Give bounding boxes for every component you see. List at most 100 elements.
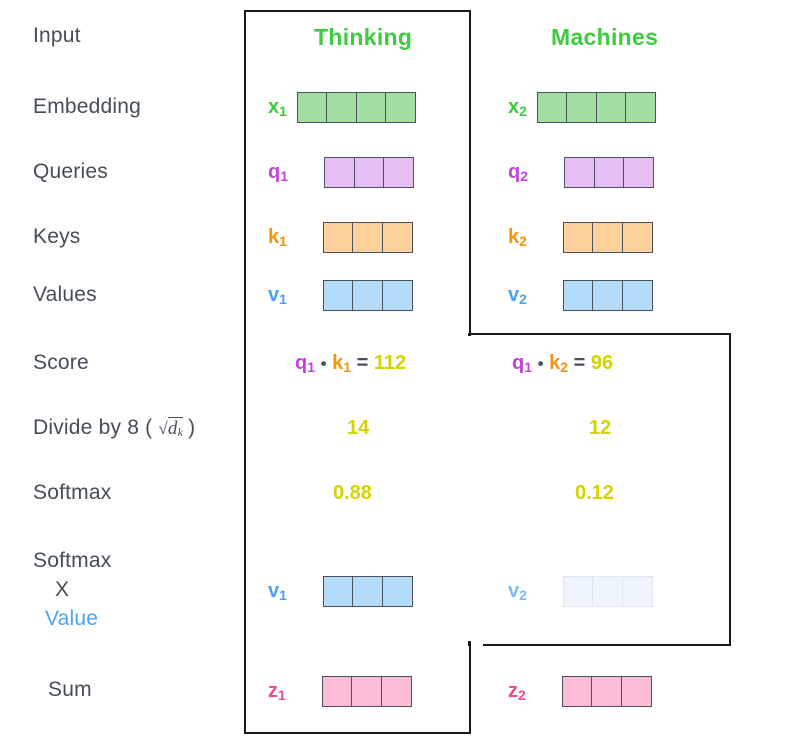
vector-cell xyxy=(383,157,415,188)
vector-cell xyxy=(381,280,413,311)
vector-x1: x1 xyxy=(268,92,417,123)
softmax-value-line2: X xyxy=(55,578,70,601)
vector-cell xyxy=(562,280,594,311)
vector-label-k2: k2 xyxy=(508,226,527,249)
vector-cells-x2 xyxy=(536,92,657,123)
vector-cell xyxy=(566,92,598,123)
vector-cell xyxy=(322,280,354,311)
vector-cell xyxy=(621,222,653,253)
vector-cells-v1-weighted xyxy=(322,576,413,607)
vector-q1: q1 xyxy=(268,157,415,188)
vector-cells-v2 xyxy=(562,280,653,311)
score-k-index-col1: 1 xyxy=(343,359,352,375)
row-label-sum: Sum xyxy=(48,678,92,701)
vector-cell xyxy=(536,92,568,123)
softmax-value-line1: Softmax xyxy=(33,549,112,572)
vector-label-k1: k1 xyxy=(268,226,287,249)
vector-cells-z2 xyxy=(561,676,652,707)
column-title-thinking: Thinking xyxy=(314,24,413,50)
vector-cell xyxy=(623,157,655,188)
vector-cell xyxy=(592,576,624,607)
vector-cells-k2 xyxy=(562,222,653,253)
row-label-keys: Keys xyxy=(33,225,81,248)
vector-cell xyxy=(562,222,594,253)
vector-cell xyxy=(296,92,328,123)
row-label-queries: Queries xyxy=(33,160,108,183)
vector-index-z2: 2 xyxy=(518,687,526,703)
row-label-embedding: Embedding xyxy=(33,95,142,118)
vector-index-v2: 2 xyxy=(519,291,527,307)
divide-label-prefix: Divide by 8 ( xyxy=(33,416,153,439)
score-value-col2: 96 xyxy=(590,352,614,374)
softmax-value-line3: Value xyxy=(45,607,99,630)
vector-cell xyxy=(380,676,412,707)
divide-value-col2: 12 xyxy=(589,417,612,439)
divide-label-suffix: ) xyxy=(188,416,196,439)
score-expression-col1: q1 • k1 = 112 xyxy=(295,352,406,375)
vector-label-x2: x2 xyxy=(508,96,527,119)
vector-label-v1-weighted: v1 xyxy=(268,580,287,603)
vector-v1: v1 xyxy=(268,280,413,311)
outline-join-patch xyxy=(458,336,480,641)
vector-label-v2-weighted: v2 xyxy=(508,580,527,603)
vector-cell xyxy=(561,676,593,707)
vector-cells-v1 xyxy=(322,280,413,311)
row-label-values: Values xyxy=(33,283,97,306)
vector-cell xyxy=(592,280,624,311)
score-q-col1: q1 xyxy=(295,352,316,375)
vector-cell xyxy=(326,92,358,123)
vector-cell xyxy=(381,576,413,607)
vector-cell xyxy=(322,576,354,607)
vector-z1: z1 xyxy=(268,676,412,707)
vector-cell xyxy=(352,576,384,607)
row-label-divide-by-8: Divide by 8 ( √dk ) xyxy=(33,416,195,440)
row-label-softmax: Softmax xyxy=(33,481,112,504)
score-k-col2: k2 xyxy=(549,352,569,375)
vector-cell xyxy=(355,92,387,123)
vector-index-v1: 1 xyxy=(279,291,287,307)
vector-index-q2: 2 xyxy=(520,168,529,184)
vector-cell xyxy=(591,676,623,707)
vector-cell xyxy=(322,222,354,253)
vector-cell xyxy=(352,222,384,253)
vector-cell xyxy=(625,92,657,123)
vector-cell xyxy=(562,576,594,607)
vector-x2: x2 xyxy=(508,92,657,123)
vector-cells-x1 xyxy=(296,92,417,123)
vector-label-q2: q2 xyxy=(508,161,529,184)
vector-cell xyxy=(352,280,384,311)
vector-v1-weighted: v1 xyxy=(268,576,413,607)
vector-cell xyxy=(593,157,625,188)
outline-join-patch xyxy=(471,640,483,650)
vector-index-z1: 1 xyxy=(278,687,286,703)
vector-cell xyxy=(620,676,652,707)
vector-cells-v2-weighted xyxy=(562,576,653,607)
vector-index-q1: 1 xyxy=(280,168,289,184)
score-expression-col2: q1 • k2 = 96 xyxy=(512,352,613,375)
vector-cells-q2 xyxy=(564,157,655,188)
vector-z2: z2 xyxy=(508,676,652,707)
row-label-score: Score xyxy=(33,351,89,374)
vector-index-v1-weighted: 1 xyxy=(279,587,287,603)
score-q-index-col1: 1 xyxy=(307,359,316,375)
vector-label-v1: v1 xyxy=(268,284,287,307)
score-q-index-col2: 1 xyxy=(524,359,533,375)
vector-cell xyxy=(324,157,356,188)
equals-operator-col2: = xyxy=(573,352,586,374)
vector-cell xyxy=(351,676,383,707)
radicand-subscript: k xyxy=(177,425,184,439)
vector-cells-k1 xyxy=(322,222,413,253)
score-value-col1: 112 xyxy=(373,352,407,374)
vector-cell xyxy=(595,92,627,123)
vector-index-x1: 1 xyxy=(279,103,287,119)
softmax-value-col2: 0.12 xyxy=(575,482,614,504)
row-label-softmax-x-value: Softmax X Value xyxy=(33,546,111,633)
radicand: d xyxy=(167,418,178,439)
vector-cells-z1 xyxy=(321,676,412,707)
column-title-machines: Machines xyxy=(551,24,659,50)
vector-label-v2: v2 xyxy=(508,284,527,307)
vector-cell xyxy=(321,676,353,707)
vector-cell xyxy=(621,576,653,607)
vector-index-k1: 1 xyxy=(279,233,287,249)
vector-label-z2: z2 xyxy=(508,680,526,703)
